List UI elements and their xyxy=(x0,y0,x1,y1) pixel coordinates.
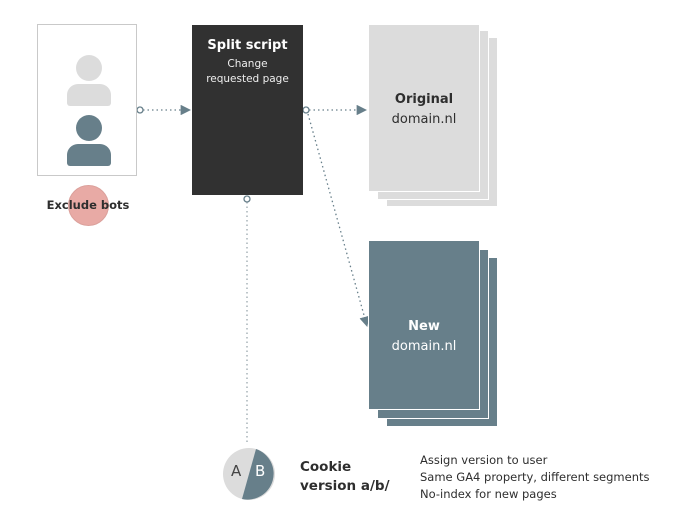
exclude-bots-label: Exclude bots xyxy=(46,198,130,212)
split-script-box: Split script Change requested page xyxy=(192,25,303,195)
connector-split-to-new xyxy=(307,113,370,328)
cookie-letter-b: B xyxy=(255,462,266,480)
original-domain: domain.nl xyxy=(391,112,457,127)
split-subtitle-line: Change xyxy=(227,58,268,70)
original-page-front xyxy=(368,24,480,192)
user-icon xyxy=(67,55,111,111)
cookie-title: Cookie version a/b/ xyxy=(300,458,390,496)
note-line: Assign version to user xyxy=(420,453,548,467)
users-box xyxy=(37,24,137,176)
cookie-ab-circle: A B xyxy=(222,447,276,501)
note-line: Same GA4 property, different segments xyxy=(420,470,650,484)
new-title: New xyxy=(408,319,440,334)
cookie-title-line: Cookie xyxy=(300,459,352,475)
split-script-subtitle: Change requested page xyxy=(196,57,299,87)
connector-dot xyxy=(136,106,144,114)
new-domain: domain.nl xyxy=(391,339,457,354)
user-icon xyxy=(67,115,111,171)
new-page-front xyxy=(368,240,480,410)
bots-circle xyxy=(68,185,109,226)
cookie-title-line: version a/b/ xyxy=(300,478,390,494)
connector-dot xyxy=(243,195,251,203)
note-line: No-index for new pages xyxy=(420,487,557,501)
connector-dot xyxy=(302,106,310,114)
cookie-letter-a: A xyxy=(231,462,242,480)
cookie-notes: Assign version to user Same GA4 property… xyxy=(420,452,650,503)
split-subtitle-line: requested page xyxy=(206,73,289,85)
split-script-title: Split script xyxy=(207,38,288,53)
original-title: Original xyxy=(394,92,454,107)
